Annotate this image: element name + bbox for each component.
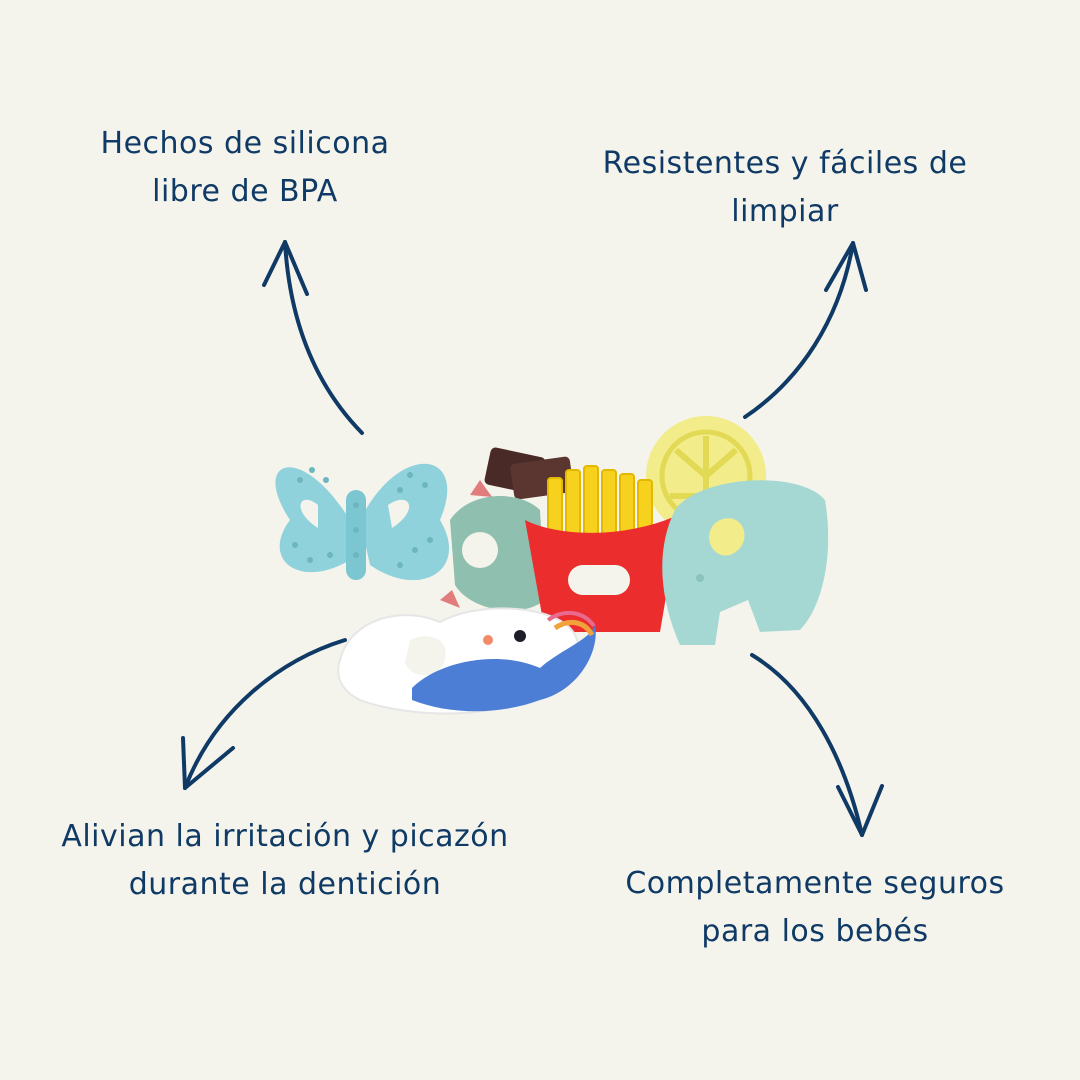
unicorn-teether xyxy=(337,607,596,715)
dino-teether xyxy=(440,480,545,611)
feature-line: Resistentes y fáciles de xyxy=(602,146,968,181)
feature-safe: Completamente seguros para los bebés xyxy=(570,860,1060,956)
feature-line: limpiar xyxy=(731,194,839,229)
elephant-teether xyxy=(662,480,829,645)
feature-easy-clean: Resistentes y fáciles de limpiar xyxy=(560,140,1010,236)
arrow-down-left-icon xyxy=(181,638,347,790)
arrow-down-right-icon xyxy=(750,653,884,837)
arrow-up-left-icon xyxy=(262,240,364,435)
fries-teether xyxy=(525,465,680,632)
feature-relief: Alivian la irritación y picazón durante … xyxy=(20,813,550,909)
feature-line: Hechos de silicona xyxy=(100,126,390,161)
feature-line: durante la dentición xyxy=(128,867,442,902)
feature-line: para los bebés xyxy=(701,914,929,949)
feature-line: libre de BPA xyxy=(152,174,338,209)
arrow-up-right-icon xyxy=(743,241,868,419)
feature-line: Completamente seguros xyxy=(625,866,1005,901)
butterfly-teether xyxy=(275,463,450,581)
feature-bpa-free: Hechos de silicona libre de BPA xyxy=(60,120,430,216)
feature-line: Alivian la irritación y picazón xyxy=(61,819,509,854)
